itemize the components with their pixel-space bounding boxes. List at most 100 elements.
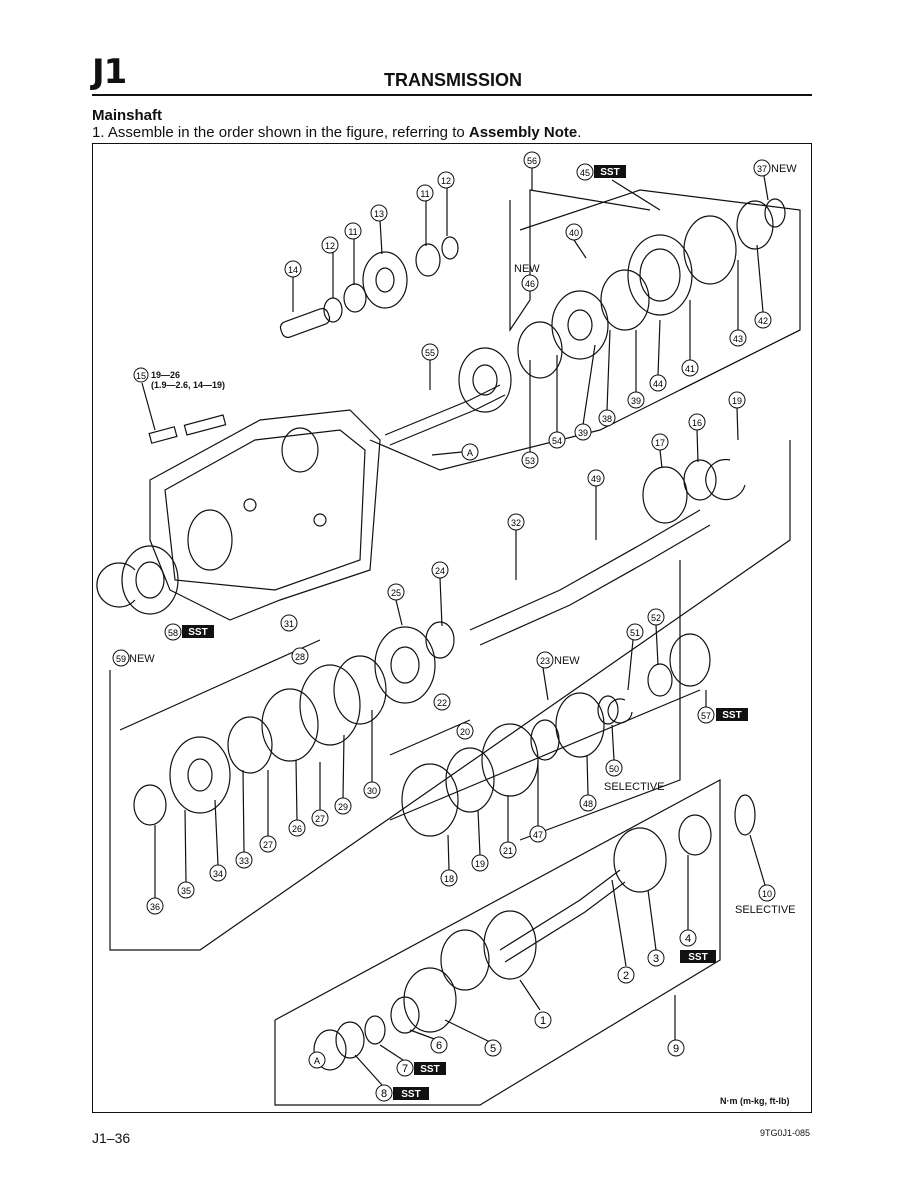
- header-rule: [92, 94, 812, 96]
- callout-42-text: 42: [758, 316, 768, 326]
- leader-line: [611, 179, 661, 211]
- callout-45: 45: [576, 163, 594, 181]
- callout-19b-text: 19: [475, 859, 485, 869]
- callout-11a-text: 11: [348, 227, 357, 237]
- callout-51-text: 51: [630, 628, 640, 638]
- callout-37: 37: [753, 159, 771, 177]
- ring-39: [600, 269, 650, 331]
- callout-49-text: 49: [591, 474, 601, 484]
- callout-35: 35: [177, 881, 195, 899]
- ring-7: [364, 1015, 386, 1045]
- bearing-24: [425, 621, 455, 659]
- callout-59: 59: [112, 649, 130, 667]
- leader-line: [444, 1019, 491, 1043]
- leader-line: [214, 799, 219, 866]
- callout-6-text: 6: [436, 1040, 442, 1052]
- leader-line: [447, 834, 450, 871]
- callout-13-text: 13: [374, 209, 384, 219]
- zone-line: [369, 329, 801, 471]
- sst-badge-8-text: SST: [401, 1089, 420, 1100]
- leader-line: [586, 754, 589, 796]
- leader-line: [519, 979, 541, 1011]
- callout-55-text: 55: [425, 348, 435, 358]
- zone-line: [109, 440, 791, 951]
- selective-label-50: SELECTIVE: [604, 781, 665, 793]
- hub-6: [390, 996, 420, 1034]
- callout-8-text: 8: [381, 1088, 387, 1100]
- hub-26: [261, 688, 319, 762]
- zone-line: [519, 560, 681, 841]
- countershaft: [504, 881, 626, 963]
- callout-3: 3: [647, 949, 665, 967]
- callout-18: 18: [440, 869, 458, 887]
- callout-46-text: 46: [525, 279, 535, 289]
- leader-line: [395, 599, 403, 626]
- callout-11b: 11: [416, 184, 434, 202]
- callout-52-text: 52: [651, 613, 661, 623]
- mainshaft: [479, 524, 711, 646]
- callout-54-text: 54: [552, 436, 562, 446]
- callout-24: 24: [431, 561, 449, 579]
- leader-line: [477, 809, 481, 856]
- callout-11b-text: 11: [420, 189, 429, 199]
- sleeve-41-inner: [639, 248, 681, 302]
- gear-17: [642, 466, 688, 524]
- mainshaft: [469, 509, 701, 631]
- leader-line: [342, 734, 345, 799]
- callout-46: 46: [521, 274, 539, 292]
- callout-a-lower: A: [308, 1051, 326, 1069]
- callout-40: 40: [565, 223, 583, 241]
- callout-24-text: 24: [435, 566, 445, 576]
- gear-38: [551, 290, 609, 360]
- callout-48: 48: [579, 794, 597, 812]
- gear-34: [169, 736, 231, 814]
- callout-58: 58: [164, 623, 182, 641]
- shaft-55: [384, 384, 501, 436]
- washer-50: [597, 695, 619, 725]
- page-number: J1–36: [92, 1130, 131, 1146]
- gear-34-hub: [187, 758, 213, 792]
- callout-44-text: 44: [653, 379, 663, 389]
- page-title: TRANSMISSION: [384, 70, 523, 90]
- shaft-55: [389, 394, 506, 446]
- selective-label-10: SELECTIVE: [735, 904, 796, 916]
- callout-a-upper: A: [461, 443, 479, 461]
- callout-14: 14: [284, 260, 302, 278]
- callout-13: 13: [370, 204, 388, 222]
- callout-53: 53: [521, 451, 539, 469]
- callout-20-text: 20: [460, 727, 470, 737]
- callout-32: 32: [507, 513, 525, 531]
- sst-badge-4-text: SST: [688, 952, 707, 963]
- callout-54: 54: [548, 431, 566, 449]
- subheading: Mainshaft: [92, 107, 163, 124]
- callout-20: 20: [456, 722, 474, 740]
- callout-1: 1: [534, 1011, 552, 1029]
- callout-12a: 12: [321, 236, 339, 254]
- new-label-46: NEW: [514, 263, 540, 275]
- assembly-note-reference: Assembly Note: [468, 124, 578, 141]
- callout-41: 41: [681, 359, 699, 377]
- callout-44: 44: [649, 374, 667, 392]
- callout-56-text: 56: [527, 156, 537, 166]
- sst-badge-7: [414, 1062, 446, 1075]
- instruction-text: 1. Assemble in the order shown in the fi…: [92, 124, 581, 141]
- leader-line: [627, 639, 634, 691]
- gear-1: [483, 910, 537, 980]
- gear-25-hub: [390, 646, 420, 684]
- callout-30: 30: [363, 781, 381, 799]
- new-label-23: NEW: [554, 655, 580, 667]
- callout-21: 21: [499, 841, 517, 859]
- callout-2: 2: [617, 966, 635, 984]
- callout-4: 4: [679, 929, 697, 947]
- callout-57: 57: [697, 706, 715, 724]
- leader-line: [763, 175, 769, 201]
- leader-line: [431, 451, 463, 456]
- snap-ring-59: [96, 562, 136, 608]
- sst-badge-57-text: SST: [722, 710, 741, 721]
- leader-line: [573, 239, 587, 259]
- countershaft: [499, 869, 621, 951]
- washer-10: [734, 794, 756, 836]
- callout-19a-text: 19: [732, 396, 742, 406]
- callout-4-text: 4: [685, 933, 691, 945]
